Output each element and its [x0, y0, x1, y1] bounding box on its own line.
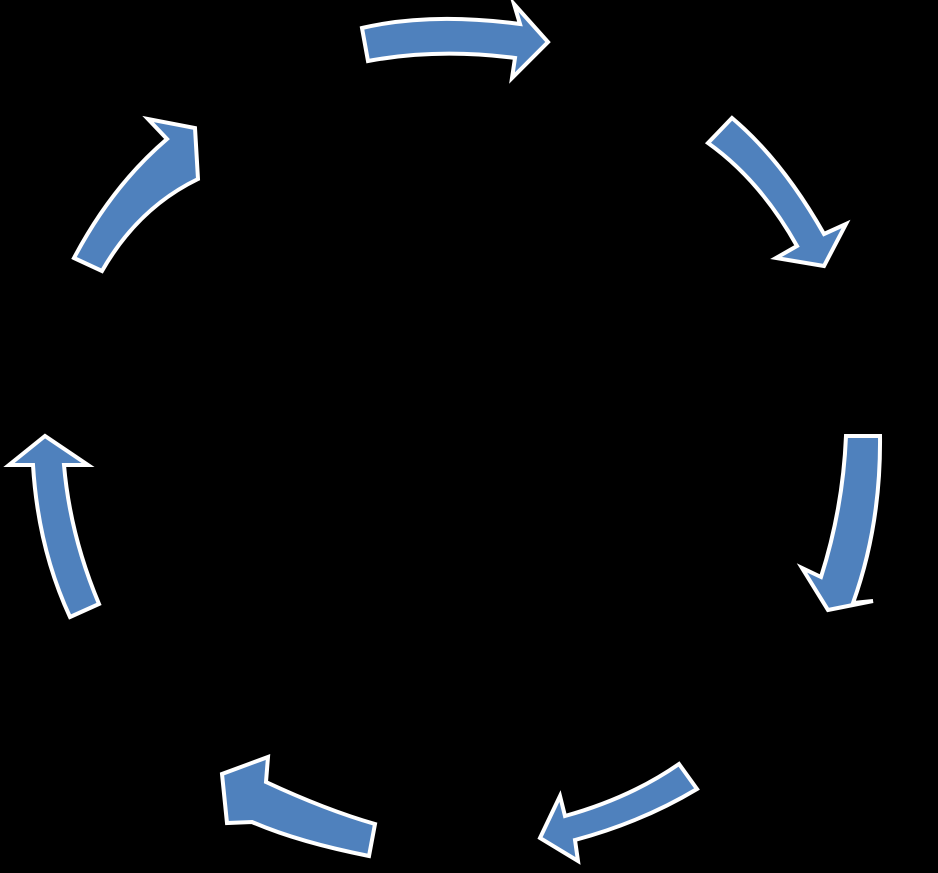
curved-arrow-shape [704, 115, 851, 269]
curved-arrow-top-right [704, 115, 851, 269]
curved-arrow-shape [3, 433, 102, 620]
curved-arrow-shape [219, 754, 378, 859]
curved-arrow-bottom-left [219, 754, 378, 859]
cycle-arrows [3, 0, 883, 865]
curved-arrow-top [359, 0, 551, 84]
curved-arrow-shape [71, 115, 201, 274]
curved-arrow-shape [796, 434, 883, 613]
curved-arrow-top-left [71, 115, 201, 274]
curved-arrow-bottom-right [537, 761, 700, 865]
curved-arrow-left [3, 433, 102, 620]
curved-arrow-shape [537, 761, 700, 865]
curved-arrow-shape [359, 0, 551, 84]
curved-arrow-right [796, 434, 883, 613]
